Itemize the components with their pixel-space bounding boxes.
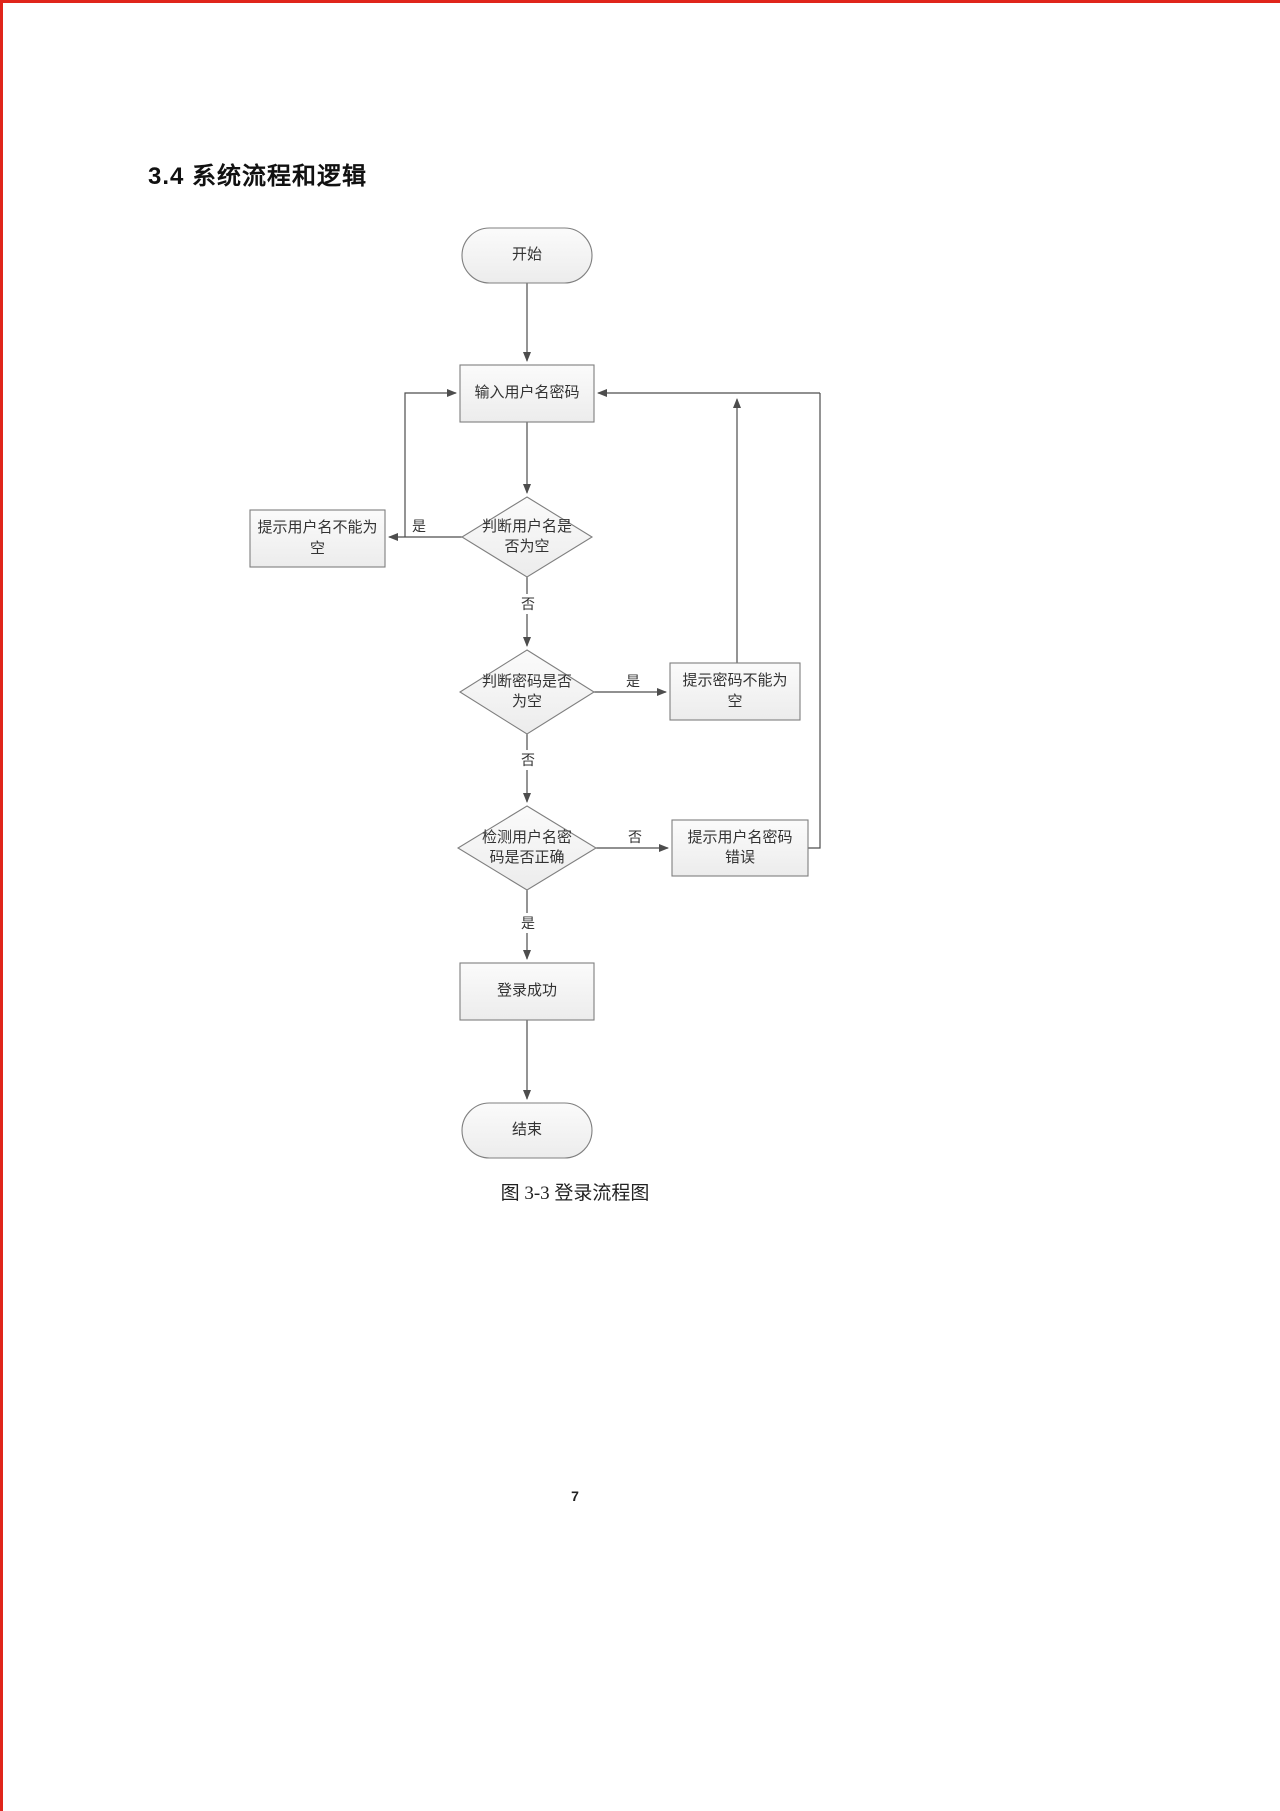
section-heading: 3.4 系统流程和逻辑 [148, 163, 368, 191]
end-node-label: 结束 [511, 1122, 542, 1139]
check-password-diamond [458, 649, 596, 735]
end-node-shape [461, 1102, 593, 1159]
edge-label-no-credentials: 否 [622, 828, 648, 846]
prompt-wrong-shape [671, 819, 809, 877]
prompt-username-shape [249, 509, 386, 568]
edge-label-yes-username: 是 [406, 517, 432, 535]
prompt-wrong-label: 提示用户名密码错误 [687, 829, 793, 866]
prompt-password-label: 提示密码不能为空 [682, 673, 788, 710]
check-password-label: 判断密码是否为空 [481, 673, 572, 710]
prompt-password-shape [669, 662, 801, 721]
prompt-username-label: 提示用户名不能为空 [257, 520, 378, 557]
input-node-label: 输入用户名密码 [474, 385, 580, 402]
edge-prompt-wrong-return [808, 393, 821, 849]
check-username-diamond [460, 496, 594, 578]
start-node-shape [461, 227, 593, 284]
success-node-label: 登录成功 [496, 983, 557, 1000]
flow-edges [388, 283, 821, 1100]
start-node-label: 开始 [511, 247, 542, 264]
check-credentials-diamond [456, 805, 598, 891]
success-node-shape [459, 962, 595, 1021]
page-number: 7 [571, 1488, 579, 1504]
input-node-shape [459, 364, 595, 423]
edge-prompt-username-return [404, 389, 457, 537]
page-border-left [0, 0, 3, 1811]
edge-label-yes-password: 是 [620, 672, 646, 690]
figure-caption: 图 3-3 登录流程图 [500, 1183, 650, 1204]
edge-label-no-username: 否 [516, 594, 540, 614]
check-credentials-label: 检测用户名密码是否正确 [481, 829, 572, 866]
edge-label-yes-credentials: 是 [516, 913, 540, 933]
page-border-top [0, 0, 1280, 3]
check-username-label: 判断用户名是否为空 [481, 518, 572, 555]
edge-label-no-password: 否 [516, 750, 540, 770]
flow-nodes [249, 227, 809, 1159]
